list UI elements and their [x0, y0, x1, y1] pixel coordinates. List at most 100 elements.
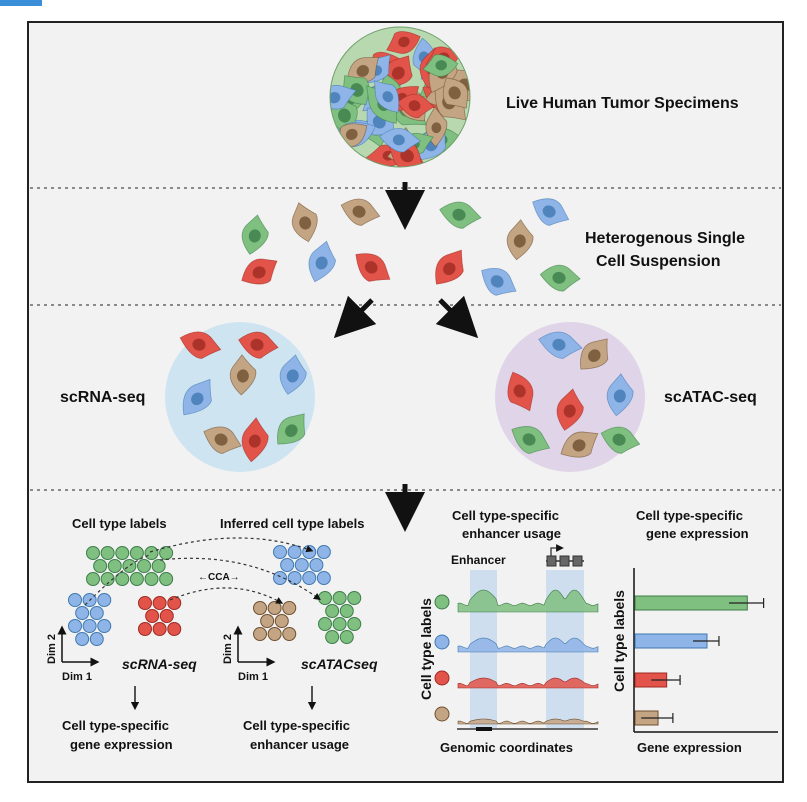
sphere-cell: [422, 54, 459, 77]
enhancer-label: Enhancer: [451, 553, 506, 567]
stage1-label: Live Human Tumor Specimens: [506, 95, 739, 112]
cluster-dot-blue: [89, 632, 104, 646]
cluster-dot-green: [325, 630, 340, 644]
enhancer-track: [457, 677, 599, 689]
sphere-cell: [378, 127, 422, 153]
enhancer-track: [457, 589, 599, 613]
cluster-dot-red: [145, 609, 160, 623]
scrna-cell: [182, 378, 212, 416]
scrna-cell: [279, 354, 307, 395]
suspension-cell: [435, 249, 464, 285]
cluster-dot-green: [159, 572, 174, 586]
cluster-dot-tan: [267, 601, 282, 615]
scatac-cell: [511, 426, 551, 455]
gene-title-line2: gene expression: [646, 526, 749, 541]
cca-label: ←CCA→: [198, 572, 240, 583]
cluster-dot-red: [152, 596, 167, 610]
cluster-dot-blue: [75, 632, 90, 646]
right-method-label: scATACseq: [301, 656, 378, 672]
cluster-dot-tan: [267, 627, 282, 641]
heading-inferred-labels: Inferred cell type labels: [220, 516, 365, 531]
scatac-cell: [507, 371, 534, 412]
cluster-dot-green: [151, 559, 166, 573]
cluster-dot-green: [115, 546, 130, 560]
cluster-dot-tan: [282, 601, 297, 615]
cluster-dot-green: [115, 572, 130, 586]
cluster-dot-tan: [260, 614, 275, 628]
track-label-dot: [434, 706, 450, 722]
cluster-dot-blue: [68, 593, 82, 607]
enhancer-title-line2: enhancer usage: [462, 526, 561, 541]
stage2-label-line2: Cell Suspension: [596, 253, 720, 270]
transfer-arc-green: [149, 537, 314, 553]
scrna-cell: [179, 331, 222, 359]
cluster-dot-blue: [82, 619, 97, 633]
suspension-cell: [308, 240, 336, 283]
left-dim1: Dim 1: [62, 671, 92, 683]
cluster-dot-red: [152, 622, 167, 636]
scatac-cell: [580, 338, 609, 370]
scatac-cell: [538, 331, 583, 359]
enhancer-marker-bar: [476, 727, 492, 731]
cluster-dot-green: [332, 617, 347, 631]
corner-tab: [0, 0, 42, 6]
gene-expression-bars: [634, 595, 765, 726]
cluster-dot-green: [122, 559, 137, 573]
cluster-dot-tan: [253, 601, 267, 615]
transfer-arc-red: [169, 587, 284, 604]
scrna-cell: [238, 331, 279, 359]
cluster-dot-green: [347, 617, 362, 631]
suspension-cell: [539, 264, 581, 292]
cluster-dot-green: [325, 604, 340, 618]
cluster-dot-green: [347, 591, 362, 605]
scatac-cell: [600, 426, 641, 454]
cluster-dot-blue: [309, 558, 324, 572]
cluster-dot-green: [332, 591, 347, 605]
scrna-cell: [229, 354, 257, 396]
track-label-dot: [434, 594, 450, 610]
stage2-label-line1: Heterogenous Single: [585, 230, 745, 247]
scatac-cell: [606, 373, 634, 417]
cluster-dot-tan: [253, 627, 267, 641]
cluster-dot-green: [137, 559, 152, 573]
suspension-cell: [506, 219, 534, 261]
cluster-dot-green: [318, 617, 332, 631]
cluster-dot-green: [129, 546, 144, 560]
tumor-sphere: [329, 26, 471, 168]
cluster-dot-green: [159, 546, 174, 560]
scatac-label: scATAC-seq: [664, 389, 757, 406]
cluster-dot-blue: [97, 619, 112, 633]
cluster-dot-tan: [274, 614, 289, 628]
left-output-line1: Cell type-specific: [62, 718, 169, 733]
right-dim1: Dim 1: [238, 671, 268, 683]
enhancer-track: [457, 637, 599, 653]
right-output-line1: Cell type-specific: [243, 718, 350, 733]
heading-cell-type-labels: Cell type labels: [72, 516, 167, 531]
transfer-arc-green-2: [159, 557, 321, 601]
single-cell-suspension: [241, 198, 581, 296]
scatac-cell: [556, 388, 584, 431]
sphere-cell: [442, 77, 469, 109]
cluster-dot-blue: [75, 606, 90, 620]
enhancer-track: [457, 718, 599, 725]
track-label-dot: [434, 670, 450, 686]
cluster-dot-green: [100, 572, 115, 586]
suspension-cell: [241, 258, 278, 285]
cluster-dot-green: [86, 546, 100, 560]
scrna-cell: [203, 426, 242, 454]
enhancer-tracks: [434, 589, 599, 725]
suspension-cell: [532, 198, 570, 226]
cluster-dot-blue: [97, 593, 112, 607]
scrna-label: scRNA-seq: [60, 389, 145, 406]
sphere-cell: [330, 84, 357, 110]
cluster-dot-green: [107, 559, 122, 573]
gene-title-line1: Cell type-specific: [636, 508, 743, 523]
arrow-to-scatac: [435, 295, 479, 339]
gene-model-icon: [546, 544, 584, 567]
cluster-dot-blue: [287, 571, 302, 585]
cluster-dot-blue: [316, 545, 331, 559]
cluster-dot-green: [100, 546, 115, 560]
cluster-dot-red: [159, 609, 174, 623]
sphere-cell: [346, 56, 379, 83]
sphere-cell: [374, 80, 400, 113]
